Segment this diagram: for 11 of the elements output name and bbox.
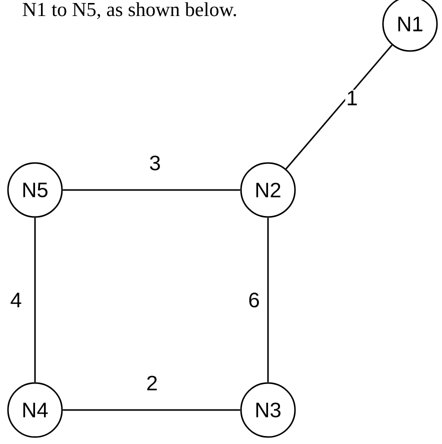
caption-text: N1 to N5, as shown below. (22, 2, 236, 20)
edge-label: 1 (345, 90, 359, 106)
edge-line (62, 409, 240, 411)
edge-line (62, 189, 240, 191)
edge-line (285, 44, 393, 170)
edge-label: 4 (9, 292, 23, 308)
edge-line (34, 218, 36, 382)
edge-label: 2 (145, 374, 159, 392)
edge-label: 6 (247, 292, 261, 308)
edge-label: 3 (148, 154, 162, 172)
edge-line (267, 218, 269, 382)
